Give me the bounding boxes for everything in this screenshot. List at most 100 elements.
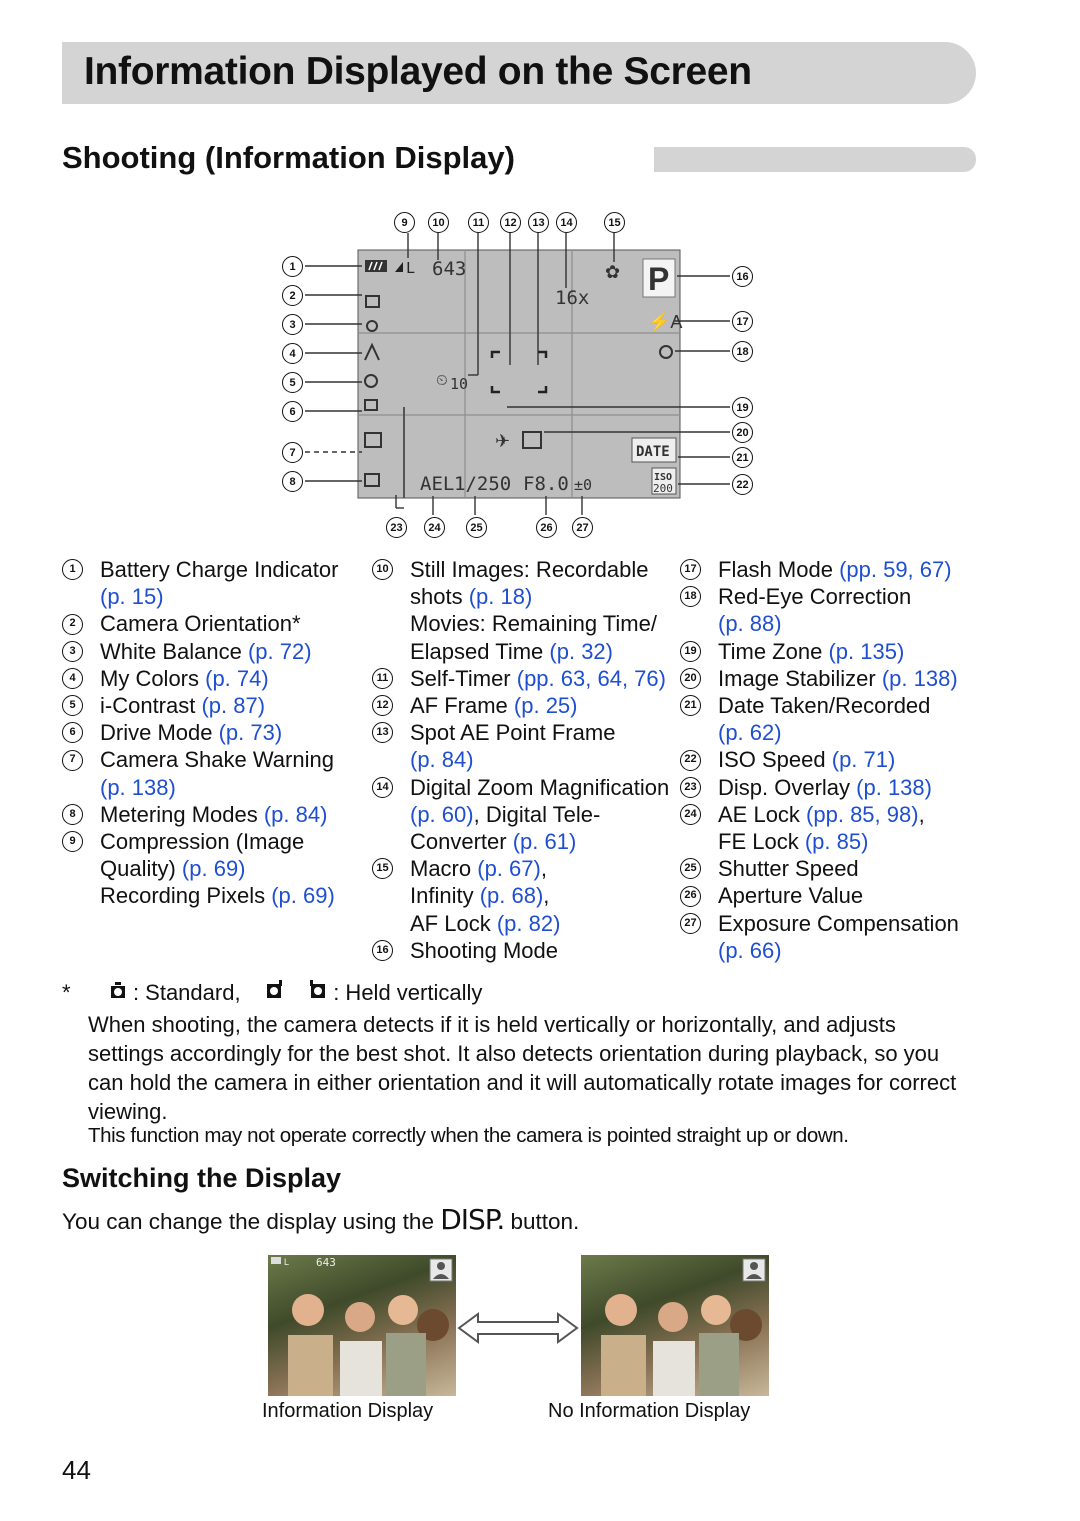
legend-number: 24: [680, 801, 718, 828]
page-reference-link[interactable]: (p. 82): [496, 910, 561, 936]
image-stabilizer-icon: [522, 431, 542, 449]
page-reference-link[interactable]: (p. 84): [410, 747, 474, 773]
legend-number: 21: [680, 692, 718, 719]
page-reference-link[interactable]: (p. 138): [881, 665, 958, 691]
page-reference-link[interactable]: (p. 32): [549, 638, 613, 664]
legend-label-suffix: ,: [918, 801, 925, 827]
page-reference-link[interactable]: (p. 25): [513, 693, 578, 719]
legend-label: Red-Eye Correction: [718, 584, 912, 610]
legend-number: [372, 910, 410, 937]
legend-item: Quality) (p. 69): [62, 855, 338, 882]
page-reference-link[interactable]: (p. 67): [477, 856, 541, 882]
legend-number-circle: 15: [372, 858, 393, 880]
legend-text: Compression (Image: [100, 828, 304, 855]
legend-number-circle: 19: [680, 640, 701, 662]
legend-text: Camera Orientation*: [100, 610, 301, 637]
legend-label: Shooting Mode: [410, 937, 558, 963]
legend-label: Digital Zoom Magnification: [410, 774, 670, 800]
legend-number: [680, 719, 718, 746]
page-reference-link[interactable]: (p. 73): [218, 720, 283, 746]
legend-item: 17 Flash Mode (pp. 59, 67): [680, 556, 959, 583]
legend-text: (p. 66): [718, 937, 782, 964]
page-reference-link[interactable]: (p. 15): [100, 584, 164, 610]
legend-text: Converter (p. 61): [410, 828, 576, 855]
legend-text: Elapsed Time (p. 32): [410, 638, 613, 665]
legend-label: Disp. Overlay: [718, 774, 857, 800]
legend-item: Infinity (p. 68),: [372, 882, 669, 909]
legend-number-circle: 17: [680, 559, 701, 581]
legend-label: Shutter Speed: [718, 856, 859, 882]
legend-label: Self-Timer: [410, 665, 517, 691]
legend-number-circle: 13: [372, 722, 393, 744]
double-arrow-icon: [457, 1312, 579, 1344]
red-eye-icon: [659, 345, 673, 359]
page-reference-link[interactable]: (p. 66): [718, 937, 782, 963]
legend-label: Spot AE Point Frame: [410, 720, 616, 746]
page-reference-link[interactable]: (p. 74): [205, 665, 269, 691]
shutter-text: 1/250: [454, 473, 511, 495]
exposure-text: ±0: [574, 476, 592, 494]
legend-text: Camera Shake Warning: [100, 746, 334, 773]
page-reference-link[interactable]: (p. 60): [410, 801, 474, 827]
page-reference-link[interactable]: (p. 84): [263, 801, 328, 827]
page-reference-link[interactable]: (p. 72): [247, 638, 312, 664]
camera-shake-icon: [364, 432, 382, 448]
legend-number: [372, 801, 410, 828]
legend-text: Flash Mode (pp. 59, 67): [718, 556, 952, 583]
legend-text: (p. 138): [100, 774, 176, 801]
legend-label: Aperture Value: [718, 883, 864, 909]
legend-text: shots (p. 18): [410, 583, 532, 610]
iso-value: 200: [653, 482, 673, 495]
footnote-line: * : Standard, : Held vertically: [62, 980, 482, 1006]
disp-button-label: DISP.: [440, 1203, 505, 1236]
legend-text: Digital Zoom Magnification: [410, 774, 669, 801]
camera-vertical-right-icon: [310, 980, 326, 998]
page-reference-link[interactable]: (p. 69): [181, 856, 246, 882]
page-reference-link[interactable]: (p. 69): [271, 883, 335, 909]
legend-number: [680, 610, 718, 637]
legend-number: [62, 774, 100, 801]
section-bar: [654, 147, 976, 172]
page-reference-link[interactable]: (pp. 59, 67): [839, 557, 952, 582]
page-reference-link[interactable]: (pp. 63, 64, 76): [516, 665, 666, 691]
page-reference-link[interactable]: (p. 18): [468, 584, 533, 610]
page-reference-link[interactable]: (p. 61): [512, 829, 577, 855]
legend-number: 8: [62, 801, 100, 828]
legend-item: (p. 60), Digital Tele-: [372, 801, 669, 828]
legend-number: 20: [680, 665, 718, 692]
legend-number: 12: [372, 692, 410, 719]
page-reference-link[interactable]: (p. 85): [804, 829, 869, 855]
legend-number-circle: 27: [680, 912, 701, 934]
legend-text: Red-Eye Correction: [718, 583, 911, 610]
page-reference-link[interactable]: (p. 138): [856, 774, 932, 800]
legend-text: Disp. Overlay (p. 138): [718, 774, 932, 801]
page-reference-link[interactable]: (pp. 85, 98): [806, 801, 919, 827]
page-reference-link[interactable]: (p. 88): [718, 611, 782, 637]
footnote-star: *: [62, 980, 71, 1005]
legend-label: Camera Shake Warning: [100, 747, 334, 773]
page-reference-link[interactable]: (p. 62): [718, 720, 782, 746]
photo-no-information-display: [581, 1255, 769, 1396]
page-reference-link[interactable]: (p. 87): [201, 693, 266, 719]
legend-label: Drive Mode: [100, 720, 219, 746]
legend-number: 9: [62, 828, 100, 855]
page-reference-link[interactable]: (p. 138): [100, 774, 176, 800]
legend-number: [680, 937, 718, 964]
legend-text: Battery Charge Indicator: [100, 556, 338, 583]
page-reference-link[interactable]: (p. 71): [831, 747, 896, 773]
legend-number: 10: [372, 556, 410, 583]
legend-label: AF Frame: [410, 693, 514, 719]
page-reference-link[interactable]: (p. 135): [828, 638, 905, 664]
legend-label: Metering Modes: [100, 801, 264, 827]
legend-label: Flash Mode: [718, 557, 840, 582]
legend-label: Time Zone: [718, 638, 829, 664]
page-reference-link[interactable]: (p. 68): [479, 883, 544, 909]
